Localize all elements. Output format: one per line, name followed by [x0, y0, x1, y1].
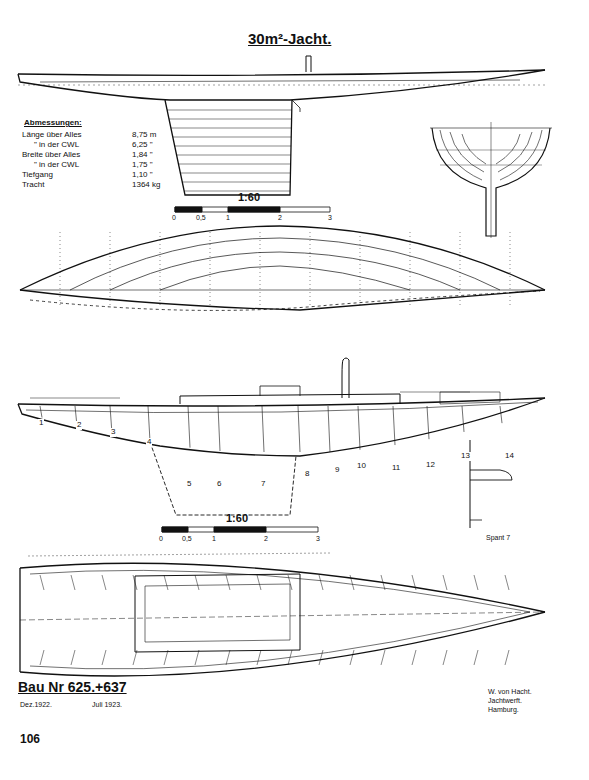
scale-ratio: 1:60 — [238, 191, 260, 203]
dimension-value: 1,75 " — [132, 161, 153, 170]
scale-number: 0,5 — [182, 535, 192, 543]
dimension-name: Tiefgang — [22, 171, 53, 180]
yard-name: Hamburg. — [488, 706, 519, 714]
yard-name: W. von Hacht. — [488, 688, 532, 696]
scale-number: 3 — [316, 535, 320, 543]
date-note: Dez.1922. — [20, 701, 52, 709]
dimension-value: 8,75 m — [132, 131, 156, 140]
scale-number: 1 — [226, 214, 230, 222]
callout-number: 4 — [146, 438, 152, 447]
dimension-value: 6,25 " — [132, 141, 153, 150]
drawing-title: 30m²-Jacht. — [248, 30, 331, 47]
callout-number: 2 — [76, 421, 82, 430]
scale-number: 0 — [172, 214, 176, 222]
dimension-name: " in der CWL — [34, 141, 79, 150]
callout-number: 11 — [391, 464, 401, 473]
date-note: Juli 1923. — [92, 701, 122, 709]
scale-number: 0,5 — [196, 214, 206, 222]
scale-number: 2 — [264, 535, 268, 543]
dimension-name: Tracht — [22, 181, 44, 190]
callout-number: 12 — [425, 461, 436, 470]
section-label: Spant 7 — [486, 534, 510, 542]
scale-number: 2 — [278, 214, 282, 222]
callout-number: 6 — [216, 480, 222, 489]
callout-number: 9 — [334, 466, 340, 475]
callout-number: 3 — [110, 428, 116, 437]
callout-number: 10 — [356, 462, 367, 471]
callout-number: 13 — [460, 452, 471, 461]
page-number: 106 — [20, 733, 40, 746]
callout-number: 8 — [304, 470, 310, 479]
table-heading: Abmessungen: — [24, 119, 82, 128]
scale-number: 1 — [212, 535, 216, 543]
build-number: Bau Nr 625.+637 — [18, 680, 127, 695]
callout-number: 5 — [186, 480, 192, 489]
dimension-value: 1364 kg — [132, 181, 160, 190]
scale-number: 0 — [159, 535, 163, 543]
dimension-name: Breite über Alles — [22, 151, 80, 160]
callout-number: 7 — [260, 480, 266, 489]
yard-name: Jachtwerft. — [488, 697, 522, 705]
dimension-value: 1,84 " — [132, 151, 153, 160]
dimension-name: Länge über Alles — [22, 131, 82, 140]
dimension-value: 1,10 " — [132, 171, 153, 180]
dimension-name: " in der CWL — [34, 161, 79, 170]
scale-number: 3 — [328, 214, 332, 222]
callout-number: 14 — [504, 452, 515, 461]
scale-ratio: 1:60 — [226, 512, 248, 524]
callout-number: 1 — [38, 419, 44, 428]
